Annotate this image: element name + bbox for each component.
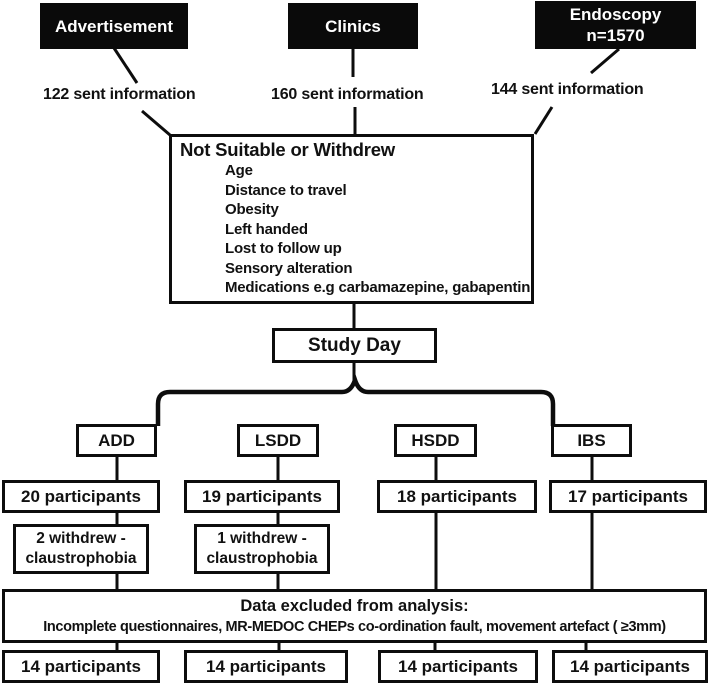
source-label: Clinics [325,16,381,36]
enrolled-label: 18 participants [397,486,517,506]
branch-brace [155,372,556,426]
withdrew-box-add: 2 withdrew - claustrophobia [13,524,149,574]
final-label: 14 participants [21,656,141,676]
withdrew-line1: 1 withdrew - [217,530,307,547]
enrolled-box-lsdd: 19 participants [184,480,340,513]
final-box-lsdd: 14 participants [184,650,348,683]
final-label: 14 participants [206,656,326,676]
group-label: ADD [98,430,135,450]
group-box-ibs: IBS [551,424,632,457]
screening-reason: Sensory alteration [225,259,353,277]
group-box-hsdd: HSDD [394,424,477,457]
group-box-add: ADD [76,424,157,457]
screening-reason: Medications e.g carbamazepine, gabapenti… [225,279,531,296]
screening-reason: Left handed [225,220,308,238]
screening-reason: Age [225,162,253,179]
source-box-endoscopy: Endoscopy n=1570 [535,1,696,49]
screening-reason: Obesity [225,201,279,218]
sent-info-advertisement: 122 sent information [43,86,196,103]
study-day-label: Study Day [308,334,401,356]
group-label: IBS [577,430,606,450]
enrolled-box-hsdd: 18 participants [377,480,537,513]
screening-title: Not Suitable or Withdrew [180,139,395,160]
sent-info-endoscopy: 144 sent information [491,81,644,98]
data-excluded-title: Data excluded from analysis: [240,597,469,615]
lsdd-column-line [276,456,281,651]
final-box-ibs: 14 participants [552,650,708,683]
enrolled-box-ibs: 17 participants [549,480,707,513]
final-label: 14 participants [570,656,690,676]
enrolled-label: 20 participants [21,486,141,506]
hsdd-column-line [433,457,438,651]
withdrew-line2: claustrophobia [25,550,137,567]
group-label: HSDD [411,430,460,450]
enrolled-box-add: 20 participants [2,480,160,513]
final-box-add: 14 participants [2,650,160,683]
data-excluded-detail: Incomplete questionnaires, MR-MEDOC CHEP… [43,619,666,635]
endoscopy-connector-upper [590,47,620,75]
source-box-clinics: Clinics [288,3,418,49]
withdrew-box-lsdd: 1 withdrew - claustrophobia [194,524,330,574]
screening-exclusion-box: Not Suitable or Withdrew Age Distance to… [169,134,534,304]
source-box-advertisement: Advertisement [40,3,188,49]
source-sublabel: n=1570 [586,26,645,45]
final-box-hsdd: 14 participants [378,650,538,683]
withdrew-line2: claustrophobia [206,550,318,567]
screening-reason: Lost to follow up [225,240,342,257]
advertisement-connector-lower [141,109,171,137]
study-day-box: Study Day [272,328,437,363]
endoscopy-connector-lower [533,106,554,135]
sent-info-clinics: 160 sent information [271,86,424,103]
group-label: LSDD [254,430,302,450]
enrolled-label: 17 participants [568,486,688,506]
withdrew-line1: 2 withdrew - [36,530,126,547]
advertisement-connector-upper [112,47,139,84]
screening-reason: Distance to travel [225,181,347,199]
enrolled-label: 19 participants [202,486,322,506]
source-label: Endoscopy [569,5,662,24]
final-label: 14 participants [398,656,518,676]
group-box-lsdd: LSDD [237,424,319,457]
ibs-column-line [584,456,594,651]
source-label: Advertisement [54,16,174,36]
data-excluded-box: Data excluded from analysis: Incomplete … [2,589,707,643]
